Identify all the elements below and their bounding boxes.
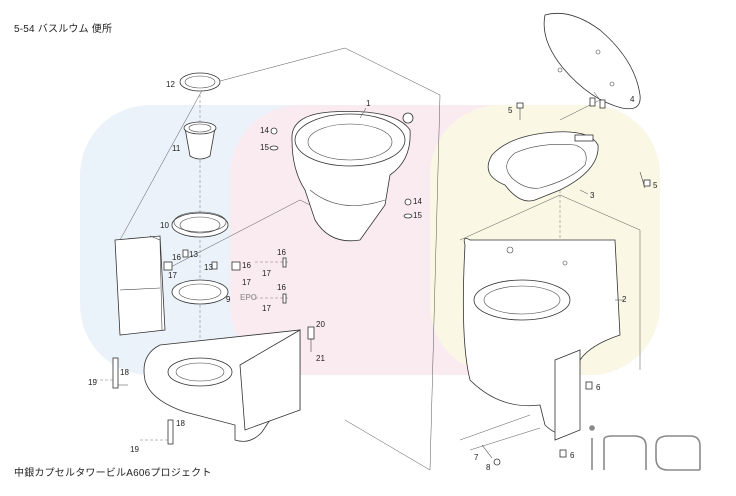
part-10-floor-flange — [171, 211, 229, 238]
label-part-13b: 13 — [204, 263, 213, 272]
part-4-lid — [543, 12, 641, 110]
label-part-17d: 17 — [262, 304, 271, 313]
part-20-21-cap — [307, 326, 315, 352]
label-part-15b: 15 — [413, 211, 422, 220]
part-1-toilet-bowl — [291, 111, 414, 242]
part-11-flange-pipe — [183, 121, 217, 160]
label-part-12: 12 — [166, 80, 175, 89]
label-part-17c: 17 — [262, 269, 271, 278]
label-part-3: 3 — [590, 191, 595, 200]
label-part-19a: 19 — [88, 378, 97, 387]
ina-logo — [589, 425, 701, 471]
label-part-11: 11 — [172, 144, 181, 153]
part-12-gasket — [179, 72, 221, 92]
floor-pan-assembly — [114, 235, 301, 442]
label-part-7: 7 — [474, 453, 479, 462]
parts-6-7-8 — [481, 381, 593, 466]
part-2-body-shell — [462, 237, 621, 441]
part-labels: 1 2 3 4 5 5 6 6 7 8 9 10 11 12 13 13 14 … — [88, 80, 658, 472]
label-part-1: 1 — [366, 99, 371, 108]
label-part-17b: 17 — [242, 278, 251, 287]
label-part-16a: 16 — [172, 253, 181, 262]
label-part-14b: 14 — [413, 197, 422, 206]
part-9-seal-ring — [171, 279, 229, 305]
label-part-2: 2 — [622, 295, 627, 304]
part-5-bolts — [516, 102, 651, 189]
label-part-6b: 6 — [570, 451, 575, 460]
label-part-8: 8 — [486, 463, 491, 472]
label-part-13a: 13 — [189, 250, 198, 259]
label-part-10: 10 — [160, 221, 169, 230]
label-part-18b: 18 — [176, 419, 185, 428]
label-part-5a: 5 — [508, 106, 513, 115]
label-part-4: 4 — [630, 95, 635, 104]
fasteners-14-15 — [269, 127, 413, 219]
label-part-14a: 14 — [260, 126, 269, 135]
label-part-19b: 19 — [130, 445, 139, 454]
label-part-16d: 16 — [277, 283, 286, 292]
leader-lines — [118, 91, 624, 386]
label-part-6a: 6 — [596, 383, 601, 392]
part-18-19-screws — [95, 357, 174, 445]
label-part-9: 9 — [226, 295, 231, 304]
bracket-parts — [163, 249, 290, 304]
project-caption: 中銀カプセルタワービルA606プロジェクト — [14, 468, 212, 479]
label-part-18a: 18 — [120, 368, 129, 377]
page-title: 5-54 バスルウム 便所 — [14, 24, 113, 35]
part-3-seat — [487, 131, 599, 202]
label-part-21: 21 — [316, 354, 325, 363]
label-part-15a: 15 — [260, 143, 269, 152]
watermark-text: EPO — [240, 293, 257, 302]
label-part-16c: 16 — [277, 248, 286, 257]
label-part-5b: 5 — [653, 181, 658, 190]
label-part-20: 20 — [316, 320, 325, 329]
label-part-16b: 16 — [242, 261, 251, 270]
label-part-17a: 17 — [168, 271, 177, 280]
